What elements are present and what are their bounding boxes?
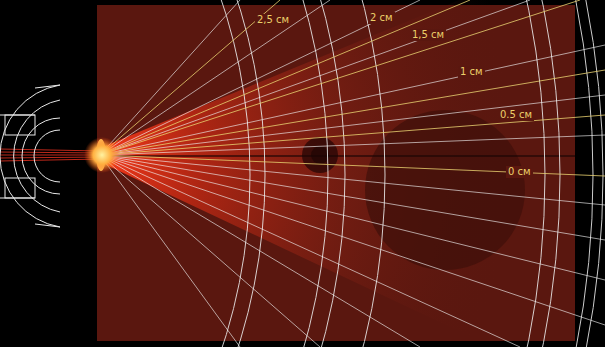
dimension-label: 1 см [458, 66, 485, 78]
beam-cone [100, 0, 605, 347]
dimension-label: 2,5 см [255, 14, 291, 26]
lens-wireframe [0, 85, 60, 227]
dimension-label: 2 см [368, 12, 395, 24]
large-shadow [365, 110, 525, 270]
source-glow [84, 137, 120, 173]
dimension-label: 0.5 см [498, 109, 534, 121]
labelled-rays [100, 0, 605, 176]
dimension-label: 1,5 см [410, 29, 446, 41]
ray-fan [100, 0, 605, 347]
axis-shadow [97, 155, 575, 157]
dimension-label: 0 см [506, 166, 533, 178]
